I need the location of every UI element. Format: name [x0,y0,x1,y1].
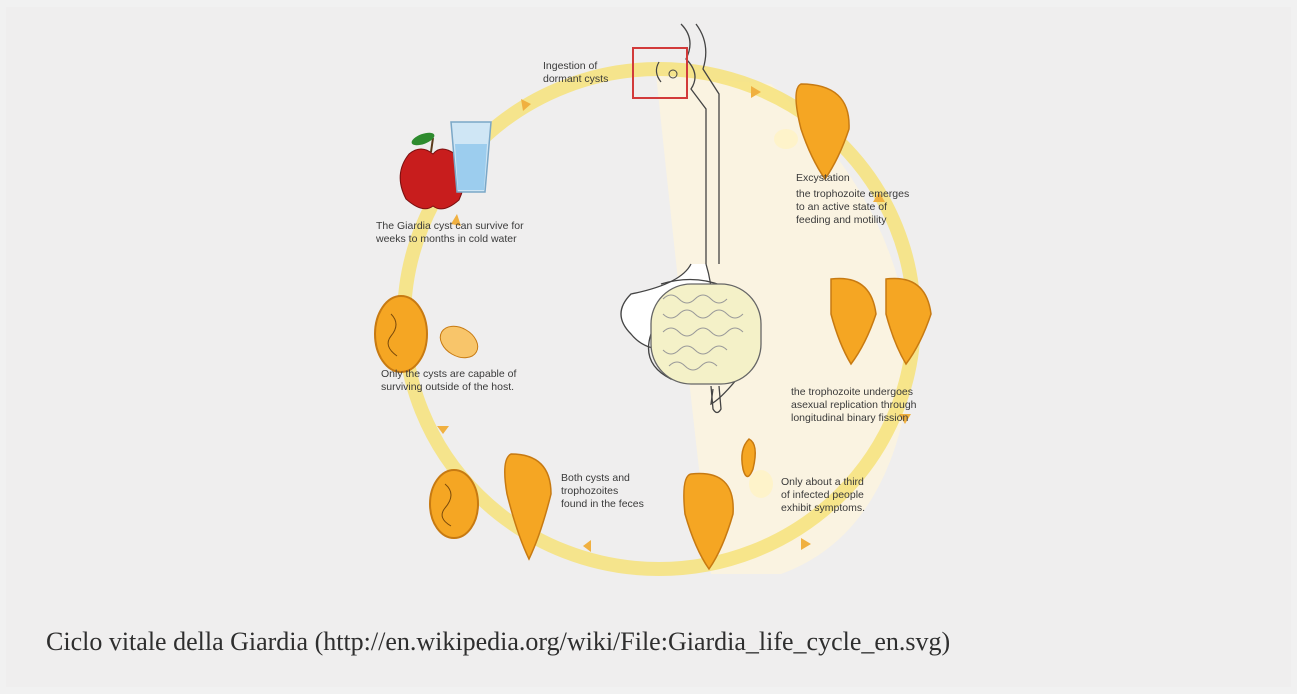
label-symptoms: Only about a third of infected people ex… [781,476,865,515]
water-glass-icon [451,122,491,192]
diagram-graphic [351,14,961,589]
figure-caption: Ciclo vitale della Giardia (http://en.wi… [46,627,1286,657]
giardia-life-cycle-diagram: Ingestion of dormant cysts Excystation t… [351,14,961,589]
label-feces: Both cysts and trophozoites found in the… [561,472,644,511]
label-ingestion: Ingestion of dormant cysts [543,60,608,86]
figure-frame: Ingestion of dormant cysts Excystation t… [6,7,1291,687]
label-excystation-text: the trophozoite emerges to an active sta… [796,188,909,227]
label-outside-host: Only the cysts are capable of surviving … [381,368,516,394]
label-excystation-title: Excystation [796,172,850,185]
label-replication: the trophozoite undergoes asexual replic… [791,386,917,425]
label-cold-water: The Giardia cyst can survive for weeks t… [376,220,524,246]
